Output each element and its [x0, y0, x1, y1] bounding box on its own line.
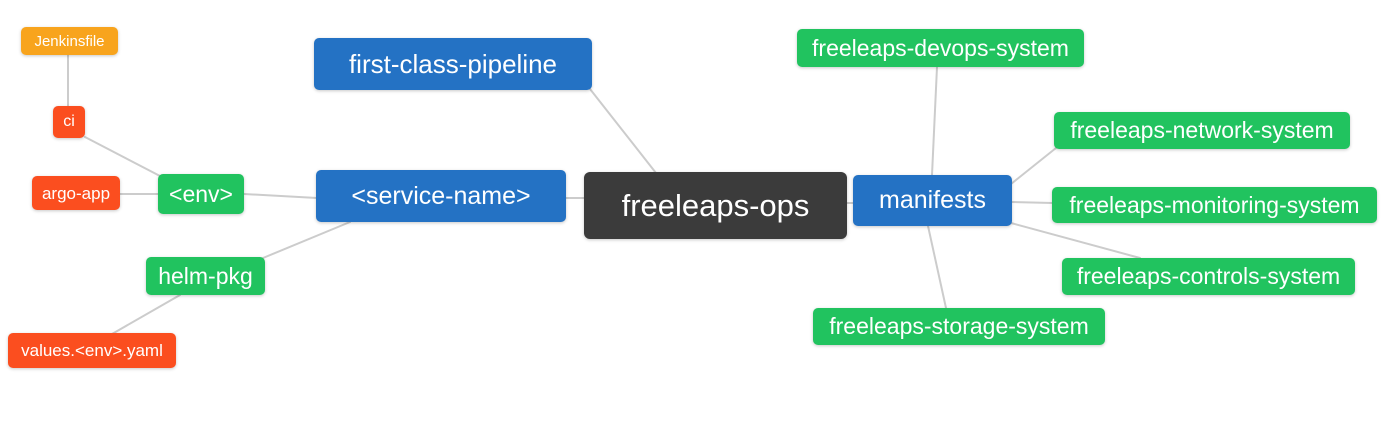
- edge-manifests-storage: [927, 225, 947, 309]
- node-freeleaps-ops-root[interactable]: freeleaps-ops: [584, 172, 847, 239]
- node-first-class-pipeline[interactable]: first-class-pipeline: [314, 38, 592, 90]
- node-env[interactable]: <env>: [158, 174, 244, 214]
- node-freeleaps-storage-system[interactable]: freeleaps-storage-system: [813, 308, 1105, 345]
- node-helm-pkg[interactable]: helm-pkg: [146, 257, 265, 295]
- edge-manifests-devops: [931, 66, 938, 176]
- edge-env-service: [243, 193, 318, 199]
- node-freeleaps-devops-system[interactable]: freeleaps-devops-system: [797, 29, 1084, 67]
- edge-values-helm: [111, 294, 181, 335]
- node-jenkinsfile[interactable]: Jenkinsfile: [21, 27, 118, 55]
- edge-helm-service: [262, 221, 351, 259]
- node-freeleaps-monitoring-system[interactable]: freeleaps-monitoring-system: [1052, 187, 1377, 223]
- node-values-env-yaml[interactable]: values.<env>.yaml: [8, 333, 176, 368]
- node-service-name[interactable]: <service-name>: [316, 170, 566, 222]
- node-freeleaps-controls-system[interactable]: freeleaps-controls-system: [1062, 258, 1355, 295]
- node-freeleaps-network-system[interactable]: freeleaps-network-system: [1054, 112, 1350, 149]
- edge-pipeline-root: [589, 88, 657, 174]
- edge-manifests-network: [1010, 147, 1057, 185]
- node-ci[interactable]: ci: [53, 106, 85, 138]
- edge-manifests-controls: [1010, 222, 1141, 259]
- node-manifests[interactable]: manifests: [853, 175, 1012, 226]
- node-argo-app[interactable]: argo-app: [32, 176, 120, 210]
- edge-ci-env: [84, 136, 161, 177]
- edge-manifests-monitoring: [1010, 201, 1054, 204]
